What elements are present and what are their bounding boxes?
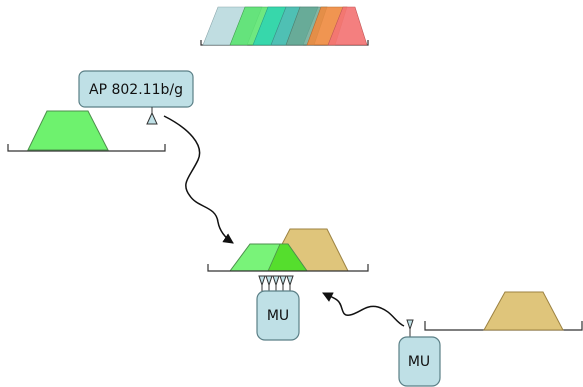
mobile-unit-transmitter: MU [398,319,441,387]
access-point-label: AP 802.11b/g [89,82,183,98]
ap-green-channel [27,110,109,151]
mobile-unit-transmitter-label: MU [408,354,430,370]
mobile-unit-receiver-box [256,290,300,341]
receiver-channel-baseline [207,264,369,272]
spectrum-channel-7 [327,6,368,46]
antenna-array-icon [258,275,294,293]
ap-to-mu-signal-arrow [163,115,234,244]
antenna-icon [146,107,158,125]
access-point-channel [7,110,166,152]
receiver-channel-overlap [207,228,369,272]
access-point: AP 802.11b/g [78,70,194,125]
transmitter-channel [424,291,583,331]
mobile-unit-transmitter-box [398,336,441,387]
mobile-unit-receiver-label: MU [267,308,289,324]
mobile-unit-receiver: MU [256,275,300,341]
mu-to-mu-signal-arrow [322,292,405,327]
ap-channel-baseline [7,144,166,152]
channel-spectrum-overview [200,6,369,46]
antenna-icon [406,319,414,338]
transmitter-gold-channel [483,291,564,331]
access-point-box [78,70,194,108]
